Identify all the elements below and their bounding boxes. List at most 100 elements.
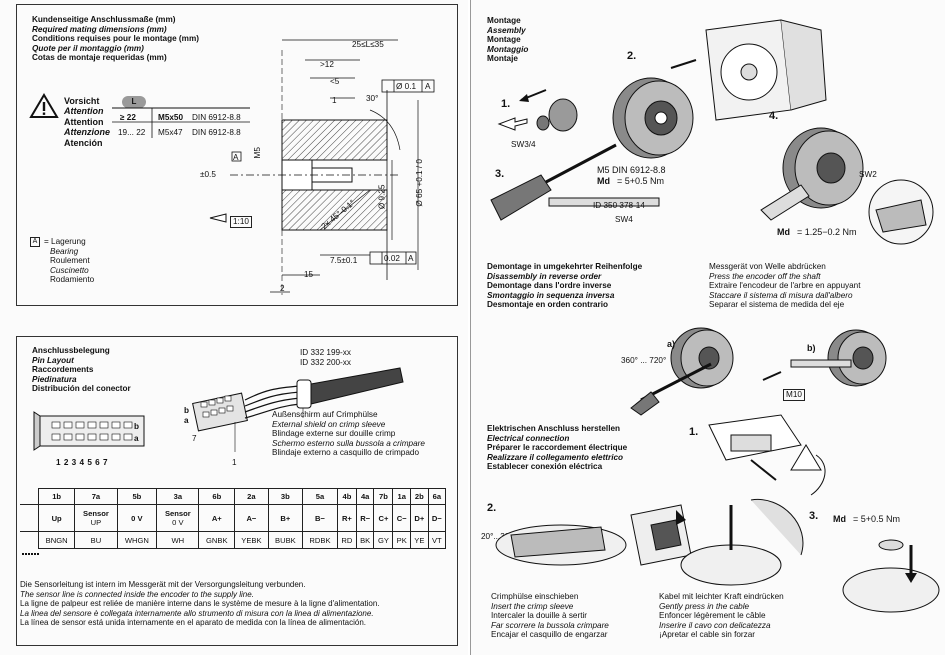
cable-label-7: 7 (192, 434, 197, 443)
dismount-a-label: a) (667, 339, 676, 349)
mating-dimensions-header: Kundenseitige Anschlussmaße (mm) Require… (32, 15, 199, 63)
dim-pm05: ±0.5 (200, 170, 216, 179)
dismounting-illustration (630, 327, 887, 416)
dim-M5: M5 (252, 147, 262, 159)
electrical-step-3: 3. (809, 510, 819, 522)
pin-layout-header: Anschlussbelegung Pin Layout Raccordemen… (32, 346, 131, 394)
signal-cell: D+ (410, 504, 429, 532)
L-badge: L (122, 96, 146, 108)
color-row: BNGN BU WHGN WH GNBK YEBK BUBK RDBK RD B… (20, 531, 447, 549)
color-cell: WHGN (116, 531, 158, 549)
electrical-header: Elektrischen Anschluss herstellen Electr… (487, 424, 628, 472)
signal-cell: 0 V (116, 504, 158, 532)
step-2: 2. (627, 50, 637, 62)
color-cell: PK (392, 531, 412, 549)
connector-row-a: a (134, 434, 139, 443)
torque2-value: = 1.25−0.2 Nm (797, 227, 857, 237)
torque3-value: = 5+0.5 Nm (853, 514, 901, 524)
color-cell: VT (427, 531, 447, 549)
electrical-step-1: 1. (689, 426, 699, 438)
dim-gt12: >12 (320, 60, 334, 69)
spec-row1-L: ≥ 22 (120, 113, 136, 122)
pin-cell: 7a (74, 488, 118, 505)
torque1-label: Md (597, 176, 610, 186)
dim-phi925: Ø 9.25 (377, 184, 387, 210)
color-cell: YE (410, 531, 429, 549)
mating-dimensions-panel (16, 4, 458, 306)
bearing-legend: = Lagerung Bearing Roulement Cuscinetto … (44, 237, 95, 285)
signal-cell: R+ (336, 504, 357, 532)
shield-text: Außenschirm auf Crimphülse External shie… (272, 410, 425, 458)
mating-cross-section-drawing (209, 39, 435, 295)
mounting-header: Montage Assembly Montage Montaggio Monta… (487, 16, 529, 64)
dim-75: 7.5±0.1 (330, 256, 358, 265)
cable-label-a: a (184, 416, 189, 425)
color-cell: BNGN (37, 531, 76, 549)
sw34-label: SW3/4 (511, 140, 536, 149)
pin-cell: 3a (156, 488, 200, 505)
signal-cell: A+ (198, 504, 236, 532)
spec-row2-L: 19... 22 (118, 128, 146, 137)
pin-cell: 5b (116, 488, 158, 505)
dismounting-header: Demontage in umgekehrter Reihenfolge Dis… (487, 262, 643, 310)
tool-id: ID 350 378-14 (593, 201, 645, 210)
step-1: 1. (501, 98, 511, 110)
pin-cell: 2b (410, 488, 429, 505)
tol-parallel-ref: A (408, 254, 414, 263)
color-cell: RDBK (302, 531, 338, 549)
spec-row2-screw: M5x47 (158, 128, 183, 137)
electrical-step-2: 2. (487, 502, 497, 514)
dim-2: 2 (280, 284, 285, 293)
spec-row1-screw: M5x50 (158, 113, 184, 122)
right-page: Montage Assembly Montage Montaggio Monta… (470, 0, 945, 655)
pin-cell: 6a (427, 488, 447, 505)
cable-connector-drawing (192, 367, 404, 452)
color-cell: BU (74, 531, 118, 549)
crimp-angle: 20°...30° (481, 532, 513, 541)
press-cable-text: Kabel mit leichter Kraft eindrücken Gent… (659, 592, 784, 640)
bearing-mark: A (30, 237, 40, 247)
pin-cell: 7b (373, 488, 394, 505)
sw4-label: SW4 (615, 215, 633, 224)
electrical-illustration (495, 414, 940, 613)
connector-pin-numbers: 1 2 3 4 5 6 7 (56, 458, 108, 467)
signal-cell: R− (355, 504, 375, 532)
scale-label: 1:10 (230, 216, 252, 228)
dim-range-L: 25≤L≤35 (352, 40, 384, 49)
cable-label-1: 1 (232, 458, 237, 467)
dim-phi65: Ø 65 +0.1 / 0 (414, 159, 424, 207)
dim-lt5: <5 (330, 77, 340, 86)
pin-row: 1b 7a 5b 3a 6b 2a 3b 5a 4b 4a 7b 1a 2b 6… (20, 488, 447, 505)
tol-position: Ø 0.1 (396, 82, 417, 91)
connector-face-drawing (33, 411, 145, 451)
signal-cell: B− (302, 504, 338, 532)
dim-1: 1 (332, 96, 337, 105)
signal-cell: B+ (267, 504, 304, 532)
color-cell: GY (373, 531, 394, 549)
pin-cell: 4a (355, 488, 375, 505)
cable-id-lines: ID 332 199-xx ID 332 200-xx (300, 348, 351, 367)
color-cell: YEBK (234, 531, 269, 549)
pin-cell: 5a (302, 488, 338, 505)
spec-row2-std: DIN 6912-8.8 (192, 128, 241, 137)
dismount-m10: M10 (783, 389, 805, 401)
dim-15: 15 (304, 270, 314, 279)
pin-cell: 1a (392, 488, 412, 505)
pin-cell: 4b (336, 488, 357, 505)
left-page: Kundenseitige Anschlussmaße (mm) Require… (0, 0, 468, 655)
crimp-sleeve-text: Crimphülse einschieben Insert the crimp … (491, 592, 609, 640)
dim-angle30: 30° (366, 94, 379, 103)
spec-table-lines (112, 107, 250, 138)
pin-layout-panel (16, 336, 458, 646)
torque2-label: Md (777, 227, 790, 237)
press-off-text: Messgerät von Welle abdrücken Press the … (709, 262, 861, 310)
warning-icon (29, 93, 59, 118)
color-cell: BK (355, 531, 375, 549)
sensor-line-footer: Die Sensorleitung ist intern im Messgerä… (20, 580, 380, 628)
signal-cell: A− (234, 504, 269, 532)
spec-row1-std: DIN 6912-8.8 (192, 113, 241, 122)
pin-cell: 2a (234, 488, 269, 505)
